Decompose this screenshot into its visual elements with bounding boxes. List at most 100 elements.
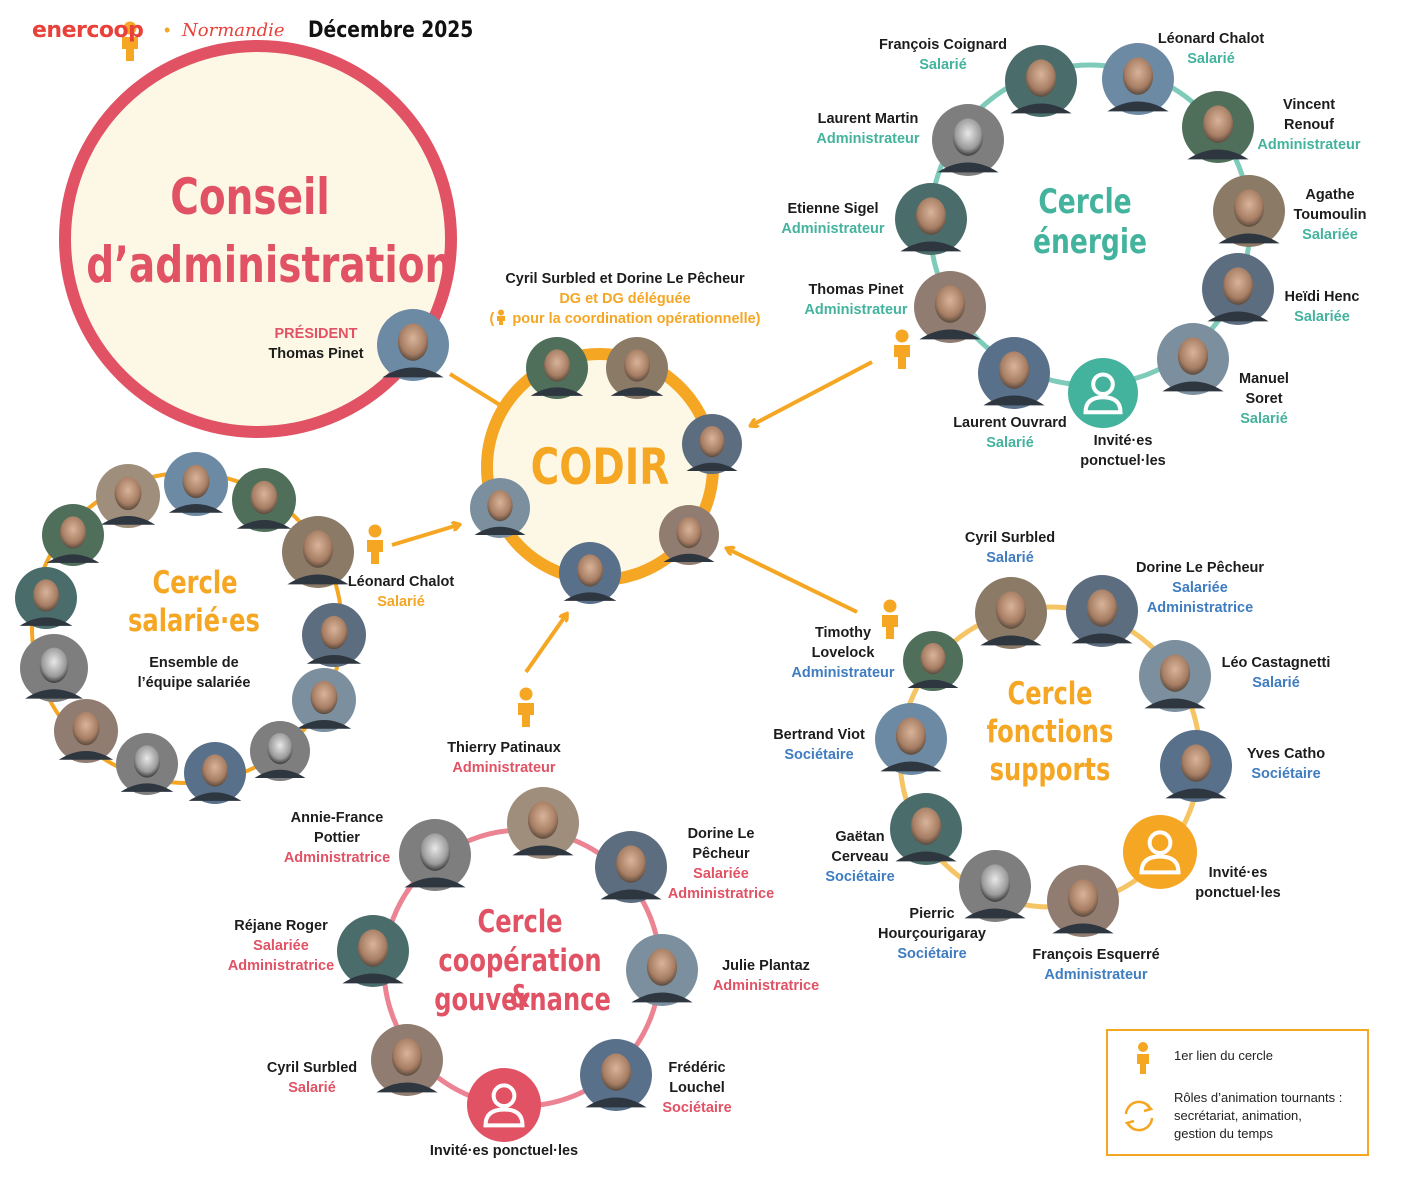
codir-members-role: DG et DG déléguée	[559, 291, 691, 307]
avatar	[659, 505, 719, 565]
codir-title: CODIR	[530, 438, 670, 496]
person-cyril-surbled-fonctions: Cyril Surbled Salarié	[964, 530, 1056, 566]
avatar	[978, 337, 1050, 409]
conseil-circle	[59, 40, 457, 438]
person-agathe-toumoulin: Agathe Toumoulin Salariée	[1293, 187, 1367, 243]
avatar	[890, 793, 962, 865]
president-name: Thomas Pinet	[268, 346, 364, 362]
person-francois-esquerre: François Esquerré Administrateur	[1032, 947, 1160, 983]
small-person-icon	[494, 309, 508, 329]
header-separator: •	[164, 20, 171, 40]
energie-title-line2: énergie	[1032, 222, 1148, 262]
person-julie-plantaz: Julie Plantaz Administratrice	[712, 958, 820, 994]
cooperation-title-line3: gouvernance	[434, 982, 611, 1018]
salaries-description: Ensemble de l’équipe salariée	[137, 655, 251, 691]
avatar	[959, 850, 1031, 922]
person-link-icon	[1137, 1042, 1149, 1074]
arrow-salaries-codir	[391, 525, 458, 547]
guest-icon-fonctions	[1123, 815, 1197, 889]
avatar	[1160, 730, 1232, 802]
avatar	[914, 271, 986, 343]
avatar	[1102, 43, 1174, 115]
avatar	[250, 721, 310, 781]
avatar	[42, 504, 104, 566]
invites-cooperation: Invité·es ponctuel·les	[429, 1143, 579, 1159]
salaries-title-line1: Cercle	[152, 565, 238, 601]
president-role: PRÉSIDENT	[274, 326, 358, 342]
avatar	[895, 183, 967, 255]
person-manuel-soret: Manuel Soret Salarié	[1239, 371, 1289, 427]
avatar	[526, 337, 588, 399]
president-label: PRÉSIDENT Thomas Pinet	[246, 324, 386, 364]
avatar	[20, 634, 88, 702]
avatar	[1066, 575, 1138, 647]
guest-icon-cooperation	[467, 1068, 541, 1142]
avatar	[975, 577, 1047, 649]
link-icon-cooperation	[518, 687, 534, 727]
conseil-title-line2: d’administration	[86, 236, 453, 294]
invites-fonctions: Invité·es ponctuel·les	[1195, 865, 1281, 901]
header-date: Décembre 2025	[308, 18, 474, 43]
avatar	[302, 603, 366, 667]
avatar	[580, 1039, 652, 1111]
avatar	[1047, 865, 1119, 937]
avatar	[682, 414, 742, 474]
avatar	[377, 309, 449, 381]
person-dorine-le-pecheur-coop: Dorine Le Pêcheur Salariée Administratri…	[667, 826, 775, 902]
avatar	[399, 819, 471, 891]
person-annie-france-pottier: Annie-France Pottier Administratrice	[283, 810, 391, 866]
person-bertrand-viot: Bertrand Viot Sociétaire	[773, 727, 865, 763]
link-icon-fonctions	[882, 599, 898, 639]
person-laurent-ouvrard: Laurent Ouvrard Salarié	[953, 415, 1067, 451]
codir-members-note: ( pour la coordination opérationnelle)	[489, 309, 761, 329]
avatar	[559, 542, 621, 604]
person-heidi-henc: Heïdi Henc Salariée	[1284, 289, 1360, 325]
codir-members: Cyril Surbled et Dorine Le Pêcheur DG et…	[470, 269, 780, 329]
avatar	[932, 104, 1004, 176]
conseil-codir-link	[448, 372, 502, 407]
rotating-roles-icon	[1124, 1100, 1154, 1132]
person-thierry-patinaux: Thierry Patinaux Administrateur	[447, 740, 561, 776]
avatar	[164, 452, 228, 516]
person-dorine-le-pecheur-fonctions: Dorine Le Pêcheur Salariée Administratri…	[1135, 560, 1265, 616]
avatar	[1202, 253, 1274, 325]
avatar	[1005, 45, 1077, 117]
avatar	[595, 831, 667, 903]
avatar	[292, 668, 356, 732]
codir-members-names: Cyril Surbled et Dorine Le Pêcheur	[505, 271, 745, 287]
person-yves-catho: Yves Catho Sociétaire	[1246, 746, 1326, 782]
person-pierric-hourcourigaray: Pierric Hourçourigaray Sociétaire	[878, 906, 986, 962]
conseil-title-line1: Conseil	[170, 168, 330, 226]
cooperation-title-line2: coopération &	[438, 943, 602, 1015]
arrow-fonctions-codir	[728, 549, 858, 614]
avatar	[1157, 323, 1229, 395]
person-vincent-renouf: Vincent Renouf Administrateur	[1257, 97, 1361, 153]
person-thomas-pinet-energie: Thomas Pinet Administrateur	[804, 282, 908, 318]
invites-energie: Invité·es ponctuel·les	[1080, 433, 1166, 469]
person-frederic-louchel: Frédéric Louchel Sociétaire	[662, 1060, 732, 1116]
cooperation-title-line1: Cercle	[477, 904, 563, 940]
link-icon-energie	[894, 329, 910, 369]
person-leonard-chalot-energie: Léonard Chalot Salarié	[1157, 31, 1265, 67]
link-icon-salaries	[367, 524, 383, 564]
avatar	[1182, 91, 1254, 163]
fonctions-title-line3: supports	[989, 752, 1111, 788]
person-laurent-martin: Laurent Martin Administrateur	[816, 111, 920, 147]
fonctions-title-line2: fonctions	[986, 714, 1114, 750]
legend-box: 1er lien du cercle Rôles d’animation tou…	[1106, 1029, 1369, 1156]
avatar	[626, 934, 698, 1006]
person-cyril-surbled-coop: Cyril Surbled Salarié	[266, 1060, 358, 1096]
avatar	[606, 337, 668, 399]
avatar	[282, 516, 354, 588]
avatar	[903, 631, 963, 691]
avatar	[1139, 640, 1211, 712]
avatar	[116, 733, 178, 795]
legend-item-2-line2: secrétariat, animation,	[1174, 1108, 1302, 1123]
avatar	[875, 703, 947, 775]
avatar	[371, 1024, 443, 1096]
person-francois-coignard: François Coignard Salarié	[878, 37, 1008, 73]
avatar	[1213, 175, 1285, 247]
energie-title-line1: Cercle	[1038, 182, 1132, 222]
person-leonard-chalot-salaries: Léonard Chalot Salarié	[347, 574, 455, 610]
